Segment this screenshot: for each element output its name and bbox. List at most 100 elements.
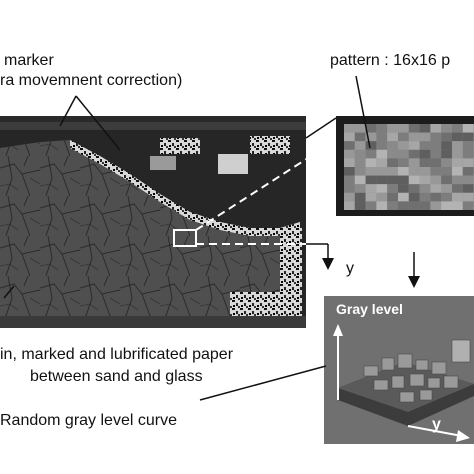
mosaic-cell — [430, 158, 442, 167]
mosaic-cell — [419, 201, 431, 210]
mosaic-cell — [344, 124, 355, 133]
mosaic-cell — [452, 124, 463, 133]
mosaic-cell — [354, 132, 366, 142]
mosaic-cell — [452, 132, 463, 142]
mosaic-cell — [462, 124, 474, 133]
mosaic-cell — [344, 184, 355, 193]
mosaic-cell — [430, 175, 442, 185]
mosaic-cell — [387, 124, 398, 133]
mosaic-cell — [408, 124, 420, 133]
mosaic-cell — [408, 184, 420, 193]
mosaic-cell — [419, 149, 431, 159]
mosaic-cell — [398, 158, 409, 167]
mosaic-cell — [365, 201, 377, 210]
paper-label: in, marked and lubrificated paper — [0, 346, 234, 363]
paper-sublabel: between sand and glass — [30, 368, 203, 385]
mosaic-cell — [408, 141, 420, 150]
mosaic-cell — [441, 192, 452, 202]
mosaic-cell — [408, 192, 420, 202]
mosaic-cell — [462, 158, 474, 167]
mosaic-cell — [344, 192, 355, 202]
mosaic-cell — [365, 124, 377, 133]
experiment-photo-drawing — [0, 116, 306, 328]
mosaic-cell — [441, 124, 452, 133]
mosaic-cell — [376, 149, 388, 159]
mosaic-cell — [430, 184, 442, 193]
mosaic-cell — [365, 158, 377, 167]
mosaic-cell — [354, 141, 366, 150]
mosaic-cell — [387, 149, 398, 159]
mosaic-cell — [419, 132, 431, 142]
mosaic-cell — [354, 167, 366, 176]
mosaic-cell — [398, 167, 409, 176]
mosaic-cell — [430, 124, 442, 133]
mosaic-cell — [354, 192, 366, 202]
mosaic-cell — [441, 184, 452, 193]
mosaic-cell — [365, 141, 377, 150]
mosaic-cell — [365, 184, 377, 193]
mosaic-cell — [430, 132, 442, 142]
surface-drawing — [324, 296, 474, 444]
mosaic-cell — [441, 132, 452, 142]
mosaic-cell — [441, 141, 452, 150]
gray-level-surface — [324, 296, 474, 444]
mosaic-cell — [344, 158, 355, 167]
mosaic-cell — [354, 158, 366, 167]
mosaic-cell — [430, 192, 442, 202]
mosaic-cell — [452, 192, 463, 202]
mosaic-cell — [387, 175, 398, 185]
arrow-head-icon — [408, 276, 420, 288]
marker-sublabel: ra movemnent correction) — [0, 72, 183, 89]
mosaic-cell — [462, 184, 474, 193]
mosaic-cell — [408, 167, 420, 176]
mosaic-cell — [441, 149, 452, 159]
mosaic-cell — [408, 175, 420, 185]
mosaic-cell — [462, 192, 474, 202]
mosaic-cell — [462, 149, 474, 159]
mosaic-cell — [387, 184, 398, 193]
mosaic-cell — [365, 149, 377, 159]
mosaic-cell — [344, 132, 355, 142]
mosaic-cell — [376, 132, 388, 142]
mosaic-cell — [354, 175, 366, 185]
mosaic-cell — [462, 132, 474, 142]
mosaic-cell — [365, 167, 377, 176]
mosaic-cell — [441, 158, 452, 167]
mosaic-cell — [462, 201, 474, 210]
mosaic-cell — [441, 175, 452, 185]
mosaic-cell — [408, 158, 420, 167]
mosaic-cell — [376, 192, 388, 202]
mosaic-cell — [365, 132, 377, 142]
mosaic-cell — [365, 192, 377, 202]
mosaic-cell — [441, 167, 452, 176]
mosaic-cell — [441, 201, 452, 210]
mosaic-cell — [398, 192, 409, 202]
gray-level-label: Gray level — [336, 301, 403, 317]
mosaic-cell — [419, 167, 431, 176]
mosaic-cell — [452, 184, 463, 193]
axis-y-right: y — [432, 416, 441, 433]
mosaic-cell — [376, 124, 388, 133]
axis-y-left: y — [346, 260, 354, 277]
mosaic-cell — [387, 132, 398, 142]
mosaic-cell — [376, 175, 388, 185]
mosaic-cell — [376, 201, 388, 210]
mosaic-cell — [398, 201, 409, 210]
pattern-closeup — [336, 116, 474, 216]
arrow-head-icon — [322, 258, 334, 270]
pattern-mosaic — [336, 116, 474, 216]
mosaic-cell — [452, 158, 463, 167]
mosaic-cell — [408, 149, 420, 159]
mosaic-cell — [419, 192, 431, 202]
mosaic-cell — [398, 124, 409, 133]
mosaic-cell — [376, 184, 388, 193]
mosaic-cell — [387, 141, 398, 150]
mosaic-cell — [452, 175, 463, 185]
mosaic-cell — [398, 149, 409, 159]
mosaic-cell — [419, 158, 431, 167]
mosaic-cell — [344, 201, 355, 210]
mosaic-cell — [452, 149, 463, 159]
mosaic-cell — [452, 141, 463, 150]
mosaic-cell — [408, 201, 420, 210]
